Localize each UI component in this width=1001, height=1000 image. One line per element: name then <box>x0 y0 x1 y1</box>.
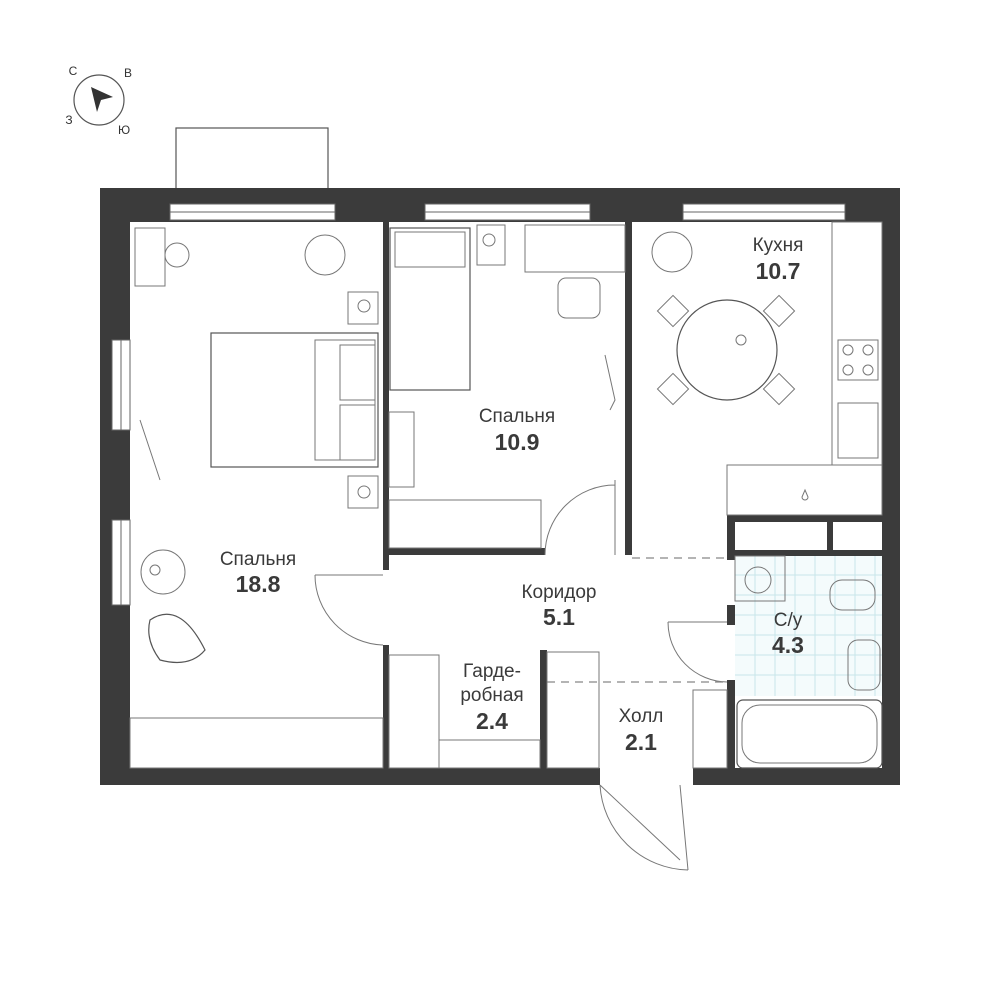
counter <box>831 221 883 466</box>
wardrobe <box>388 499 542 549</box>
toilet <box>829 579 876 611</box>
room-name-dressing-1: Гарде- <box>463 661 521 682</box>
dining-table <box>676 299 778 401</box>
doors <box>139 354 728 871</box>
plant-icon <box>651 231 693 273</box>
bedroom2-furniture <box>388 224 626 549</box>
bedroom1-furniture <box>129 227 384 769</box>
chair <box>557 277 601 319</box>
room-name-bedroom-2: Спальня <box>479 406 555 427</box>
bathroom-tiles <box>735 556 882 696</box>
room-name-corridor: Коридор <box>521 582 596 603</box>
room-area-bedroom-2: 10.9 <box>495 429 540 455</box>
bathroom-furniture <box>692 555 883 769</box>
wardrobe <box>129 717 384 769</box>
compass-circle <box>73 74 125 126</box>
room-name-bedroom-1: Спальня <box>220 549 296 570</box>
room-area-corridor: 5.1 <box>543 604 575 630</box>
compass-east: В <box>124 66 132 80</box>
compass-north: С <box>69 64 78 78</box>
plant-icon <box>304 234 346 276</box>
compass-arrow-icon <box>91 87 113 112</box>
double-bed <box>210 332 379 468</box>
room-area-hall: 2.1 <box>625 729 657 755</box>
room-name-dressing-2: робная <box>460 685 523 706</box>
room-area-dressing: 2.4 <box>476 708 508 734</box>
room-area-kitchen: 10.7 <box>756 258 801 284</box>
balcony <box>175 127 329 191</box>
zone-dividers <box>547 557 727 683</box>
dressing-furniture <box>388 651 600 769</box>
room-name-kitchen: Кухня <box>753 235 804 256</box>
compass-west: З <box>65 113 72 127</box>
armchair <box>148 613 206 663</box>
desk <box>524 224 626 273</box>
room-area-bedroom-1: 18.8 <box>236 571 281 597</box>
single-bed <box>389 227 471 391</box>
room-name-bathroom: С/у <box>774 610 803 631</box>
kitchen-furniture <box>651 221 883 516</box>
room-labels: Спальня 18.8 Спальня 10.9 Кухня 10.7 Кор… <box>220 235 804 755</box>
shoe-cabinet <box>692 689 728 769</box>
washbasin <box>847 639 881 691</box>
bathtub <box>736 699 883 769</box>
compass: С В З Ю <box>65 64 132 137</box>
compass-south: Ю <box>118 123 130 137</box>
washing-machine <box>734 555 786 602</box>
sink <box>837 402 879 459</box>
stove <box>837 339 879 381</box>
windows <box>111 203 846 606</box>
room-area-bathroom: 4.3 <box>772 632 804 658</box>
room-name-hall: Холл <box>619 706 664 727</box>
desk <box>134 227 166 287</box>
